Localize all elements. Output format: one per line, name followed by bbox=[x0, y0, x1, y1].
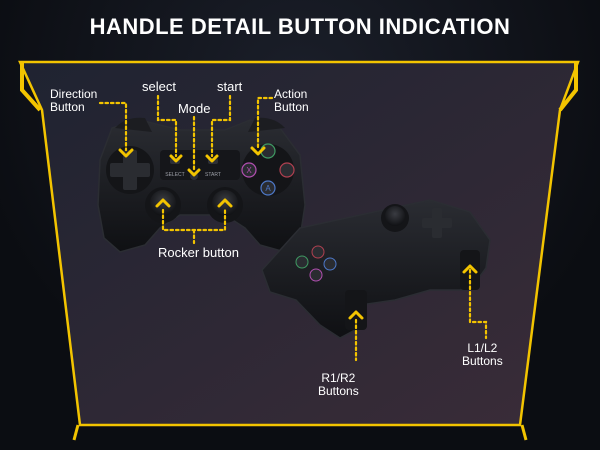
page-title: HANDLE DETAIL BUTTON INDICATION bbox=[89, 14, 511, 39]
l1l2-label: L1/L2 Buttons bbox=[462, 341, 503, 368]
chevron-rightstick-icon bbox=[217, 198, 233, 208]
leader-start bbox=[210, 94, 232, 158]
chevron-start-icon bbox=[205, 154, 219, 163]
select-button-text: SELECT bbox=[165, 172, 184, 178]
back-stick-icon bbox=[381, 204, 409, 232]
action-label: Action Button bbox=[274, 87, 309, 114]
leader-l1l2 bbox=[468, 268, 488, 340]
frame-bottom-right bbox=[520, 424, 528, 441]
mode-label: Mode bbox=[178, 101, 211, 116]
front-controller bbox=[97, 117, 306, 253]
chevron-action-icon bbox=[250, 146, 266, 156]
r1r2-label: R1/R2 Buttons bbox=[318, 371, 359, 398]
dpad-icon bbox=[106, 146, 154, 194]
back-action-buttons-icon bbox=[295, 245, 337, 282]
right-stick-icon bbox=[207, 187, 243, 223]
x-button-text: X bbox=[246, 166, 252, 175]
start-label: start bbox=[217, 79, 243, 94]
back-dpad-icon bbox=[422, 208, 452, 238]
start-button-text: START bbox=[205, 172, 221, 178]
leader-rocker bbox=[161, 208, 227, 245]
direction-label: Direction Button bbox=[50, 87, 98, 114]
a-button-text: A bbox=[265, 184, 271, 193]
frame-corner-right bbox=[558, 62, 578, 112]
chevron-select-icon bbox=[169, 154, 183, 163]
chevron-leftstick-icon bbox=[155, 198, 171, 208]
leader-select bbox=[156, 94, 178, 158]
select-label: select bbox=[142, 79, 176, 94]
frame-corner-left bbox=[20, 62, 42, 112]
chevron-l1l2-icon bbox=[462, 264, 478, 274]
left-stick-icon bbox=[145, 187, 181, 223]
back-controller bbox=[261, 199, 491, 339]
leader-direction bbox=[98, 101, 128, 152]
leader-action bbox=[256, 96, 274, 150]
chevron-direction-icon bbox=[118, 148, 134, 158]
frame-bottom-left bbox=[72, 424, 80, 441]
chevron-mode-icon bbox=[187, 168, 201, 177]
rocker-label: Rocker button bbox=[158, 245, 239, 260]
action-buttons-icon bbox=[241, 143, 295, 196]
chevron-r1r2-icon bbox=[348, 310, 364, 320]
